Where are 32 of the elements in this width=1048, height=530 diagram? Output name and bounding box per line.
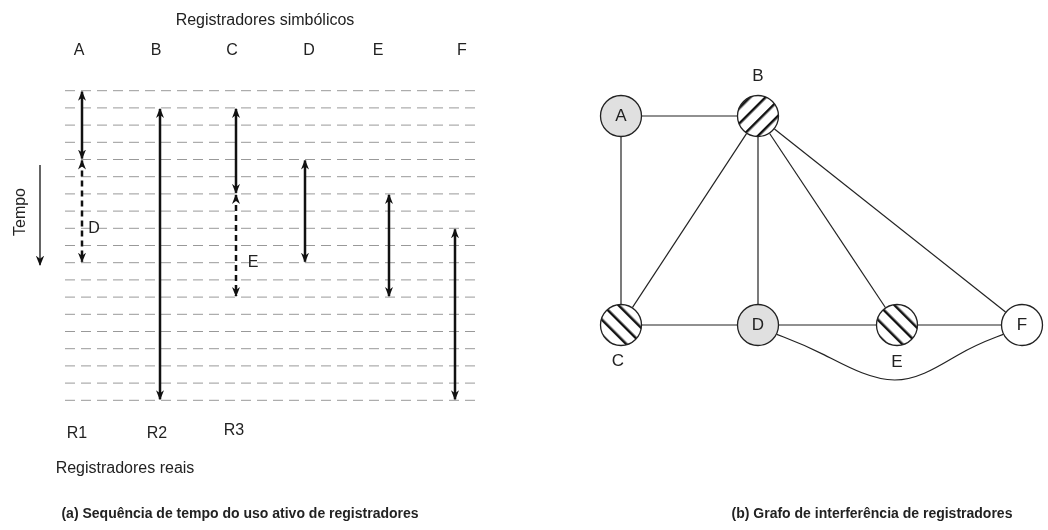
- register-label: D: [303, 41, 315, 59]
- graph-edge: [641, 115, 738, 117]
- register-label: E: [372, 41, 384, 59]
- graph-edge: [620, 136, 622, 305]
- axis-title: Tempo: [11, 188, 29, 236]
- vertex-label: B: [752, 67, 764, 85]
- graph-edge: [778, 324, 877, 326]
- vertex-label: E: [891, 353, 903, 371]
- register-label: D: [88, 219, 100, 237]
- graph-edge: [769, 132, 886, 309]
- register-label: R1: [66, 424, 88, 442]
- register-label: F: [457, 41, 467, 59]
- axis-title: Registradores reais: [55, 459, 195, 477]
- vertex-label: A: [615, 107, 627, 125]
- register-label: E: [247, 253, 259, 271]
- register-label: R2: [146, 424, 168, 442]
- graph-edge: [631, 132, 748, 309]
- register-label: C: [226, 41, 238, 59]
- register-label: R3: [223, 421, 245, 439]
- axis-title: Registradores simbólicos: [175, 11, 355, 29]
- graph-edge: [917, 324, 1002, 326]
- graph-edge: [641, 324, 738, 326]
- graph-edge: [773, 128, 1007, 313]
- vertex-label: F: [1016, 316, 1028, 334]
- caption: (b) Grafo de interferência de registradores: [731, 504, 1013, 522]
- vertex-label: C: [611, 352, 625, 370]
- graph-edge: [757, 136, 759, 305]
- graph-edge: [776, 333, 1004, 381]
- register-label: B: [150, 41, 162, 59]
- vertex-label: D: [751, 316, 765, 334]
- caption: (a) Sequência de tempo do uso ativo de registradores: [61, 504, 419, 522]
- register-label: A: [73, 41, 85, 59]
